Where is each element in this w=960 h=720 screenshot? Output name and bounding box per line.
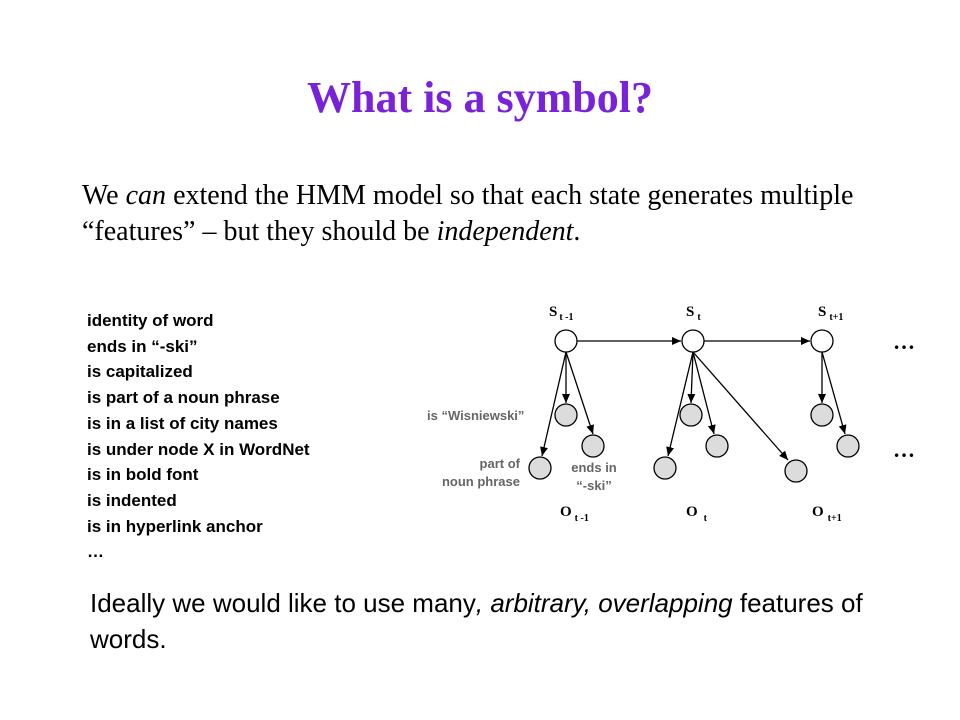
annotation-part-of: part of [480,456,521,471]
emission-edge [565,351,594,435]
bottom-part-1: Ideally we would like to use many [90,588,476,618]
intro-italic-independent: independent [436,216,574,247]
feature-item-ellipsis: … [87,542,104,562]
slide-title: What is a symbol? [307,73,653,122]
diagram-nodes [528,329,860,483]
emission-edge [692,351,789,461]
annotation-wisniewski: is “Wisniewski” [427,408,524,423]
annotation-ski: “-ski” [576,478,611,493]
feature-item: is part of a noun phrase [87,388,280,408]
observation-node [528,456,552,480]
emission-edge [692,351,716,435]
observation-node [836,434,860,458]
feature-item: is in hyperlink anchor [87,516,263,536]
ellipsis-bottom: … [893,437,915,462]
emission-edge [540,351,567,457]
intro-text: We can extend the HMM model so that each… [82,178,882,250]
emission-edge [666,351,694,457]
observation-node [784,459,808,483]
emission-edge [687,351,696,404]
feature-item: is indented [87,490,177,510]
observation-node [810,403,834,427]
annotation-ends-in: ends in [571,460,617,475]
observation-node [653,456,677,480]
feature-item: is capitalized [87,362,193,382]
intro-part-5: . [573,216,581,247]
observation-node [705,434,729,458]
feature-item: is in bold font [87,465,199,485]
annotation-noun-phrase: noun phrase [442,474,520,489]
feature-item: ends in “-ski” [87,336,198,356]
ellipsis-top: … [893,329,915,354]
observation-node [581,434,605,458]
feature-list: identity of word ends in “-ski” is capit… [87,308,310,565]
feature-item: is in a list of city names [87,413,278,433]
feature-item: is under node X in WordNet [87,439,310,459]
observation-node [554,403,578,427]
bottom-italic: , arbitrary, overlapping [475,588,733,618]
state-node-t-plus-1 [810,329,834,353]
feature-item: identity of word [87,311,214,330]
bottom-part-3: features of words. [90,588,863,654]
state-node-t [681,329,705,353]
bottom-text: Ideally we would like to use many, arbit… [90,585,910,657]
intro-italic-can: can [125,180,167,211]
diagram-edges [540,337,847,461]
emission-edge [821,351,847,435]
observation-node [679,403,703,427]
intro-part-1: We [82,180,126,211]
intro-part-3: extend the HMM model so that each state … [82,180,854,247]
state-node-t-minus-1 [554,329,578,353]
